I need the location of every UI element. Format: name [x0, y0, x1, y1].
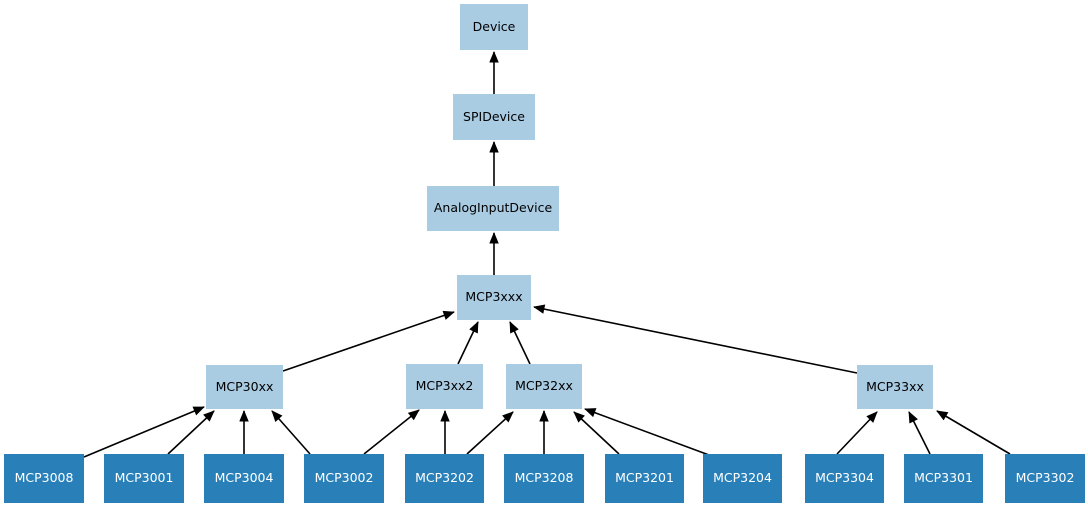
class-node-mcp3202[interactable]: MCP3202	[405, 454, 484, 503]
edge-mcp32xx-mcp3xxx	[509, 321, 531, 365]
class-node-device[interactable]: Device	[460, 4, 528, 50]
edge-mcp3201-mcp32xx	[573, 411, 620, 455]
class-node-mcp3202-label: MCP3202	[415, 470, 474, 486]
class-node-mcp32xx[interactable]: MCP32xx	[506, 364, 582, 409]
class-node-mcp3301-label: MCP3301	[914, 470, 973, 486]
class-node-mcp33xx[interactable]: MCP33xx	[857, 365, 933, 409]
class-node-spidevice-label: SPIDevice	[463, 108, 525, 124]
edge-mcp33xx-mcp3xxx	[533, 304, 858, 374]
class-node-device-label: Device	[472, 18, 516, 34]
class-node-mcp3xx2[interactable]: MCP3xx2	[406, 364, 483, 409]
class-node-mcp3201[interactable]: MCP3201	[605, 454, 684, 503]
class-node-mcp3201-label: MCP3201	[615, 470, 674, 486]
class-node-mcp3008[interactable]: MCP3008	[4, 454, 84, 503]
class-node-mcp3304[interactable]: MCP3304	[805, 454, 884, 503]
edge-mcp3001-mcp30xx	[167, 410, 215, 455]
class-node-analoginputdevice-label: AnalogInputDevice	[433, 200, 553, 216]
class-node-spidevice[interactable]: SPIDevice	[453, 94, 535, 140]
class-node-mcp3301[interactable]: MCP3301	[904, 454, 983, 503]
edge-mcp3202-mcp32xx	[466, 411, 514, 455]
class-node-mcp3001-label: MCP3001	[114, 470, 174, 486]
class-node-mcp32xx-label: MCP32xx	[515, 378, 573, 394]
class-node-mcp3xxx-label: MCP3xxx	[465, 289, 523, 305]
class-node-mcp3xxx[interactable]: MCP3xxx	[457, 275, 531, 320]
class-node-mcp3001[interactable]: MCP3001	[104, 454, 184, 503]
edge-mcp3008-mcp30xx	[83, 406, 205, 458]
class-node-mcp3304-label: MCP3304	[815, 470, 874, 486]
edge-mcp3301-mcp33xx	[908, 411, 931, 455]
class-node-analoginputdevice[interactable]: AnalogInputDevice	[427, 186, 559, 231]
class-node-mcp3204[interactable]: MCP3204	[703, 454, 782, 503]
edge-mcp3204-mcp32xx	[584, 408, 710, 456]
class-node-mcp3004-label: MCP3004	[214, 470, 274, 486]
class-node-mcp3xx2-label: MCP3xx2	[415, 378, 474, 394]
class-node-mcp3002[interactable]: MCP3002	[304, 454, 384, 503]
class-node-mcp3004[interactable]: MCP3004	[204, 454, 284, 503]
class-node-mcp33xx-label: MCP33xx	[866, 378, 924, 394]
class-node-mcp30xx-label: MCP30xx	[215, 378, 274, 394]
edge-mcp3002-mcp3xx2	[363, 409, 420, 455]
edge-mcp3302-mcp33xx	[936, 410, 1011, 455]
class-node-mcp3208[interactable]: MCP3208	[504, 454, 584, 503]
edge-mcp3xx2-mcp3xxx	[457, 321, 479, 365]
class-node-mcp30xx[interactable]: MCP30xx	[206, 365, 283, 409]
class-node-mcp3302[interactable]: MCP3302	[1005, 454, 1085, 503]
class-node-mcp3002-label: MCP3002	[314, 470, 374, 486]
class-node-mcp3302-label: MCP3302	[1015, 470, 1075, 486]
edge-mcp30xx-mcp3xxx	[282, 310, 455, 372]
edge-mcp3002-mcp30xx	[271, 410, 311, 455]
class-node-mcp3208-label: MCP3208	[514, 470, 574, 486]
class-node-mcp3008-label: MCP3008	[14, 470, 74, 486]
edge-mcp3304-mcp33xx	[836, 411, 878, 455]
class-node-mcp3204-label: MCP3204	[713, 470, 772, 486]
